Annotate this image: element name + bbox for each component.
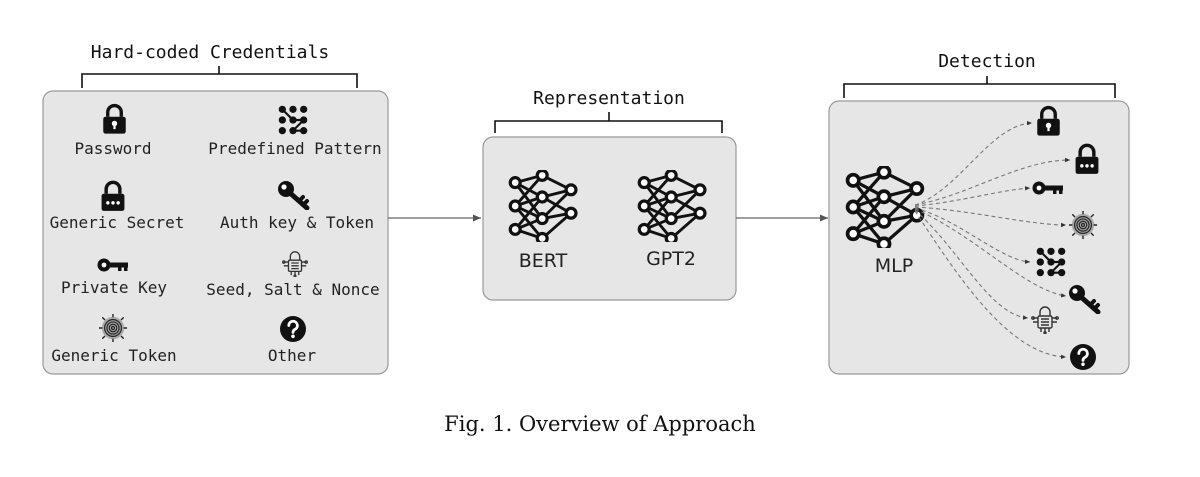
dot-pattern-icon [277,104,309,136]
representation-group-title: Representation [533,88,685,109]
dot-pattern-icon [1035,246,1067,278]
representation-bracket [494,112,723,133]
question-icon [279,315,307,343]
detection-panel [828,100,1130,375]
model-label-bert: BERT [519,250,568,272]
fingerprint-icon [1069,211,1097,239]
figure-caption: Fig. 1. Overview of Approach [444,412,756,436]
detection-group-title: Detection [938,51,1036,72]
credential-label-password: Password [74,139,151,158]
credential-label-pattern: Predefined Pattern [208,139,381,158]
detection-bracket [843,76,1116,98]
credential-label-token: Generic Token [51,346,176,365]
credential-label-seed: Seed, Salt & Nonce [206,280,379,299]
credential-label-auth: Auth key & Token [220,213,374,232]
credentials-group-title: Hard-coded Credentials [91,42,329,63]
question-icon [1069,343,1097,371]
model-label-gpt2: GPT2 [646,248,696,270]
credential-label-private: Private Key [61,278,167,297]
credential-label-other: Other [268,346,317,365]
credential-label-secret: Generic Secret [50,213,185,232]
fingerprint-icon [99,314,127,342]
credentials-bracket [81,66,358,88]
model-label-mlp: MLP [875,255,913,277]
credentials-panel [42,90,389,375]
classification-arrows [914,121,1071,360]
